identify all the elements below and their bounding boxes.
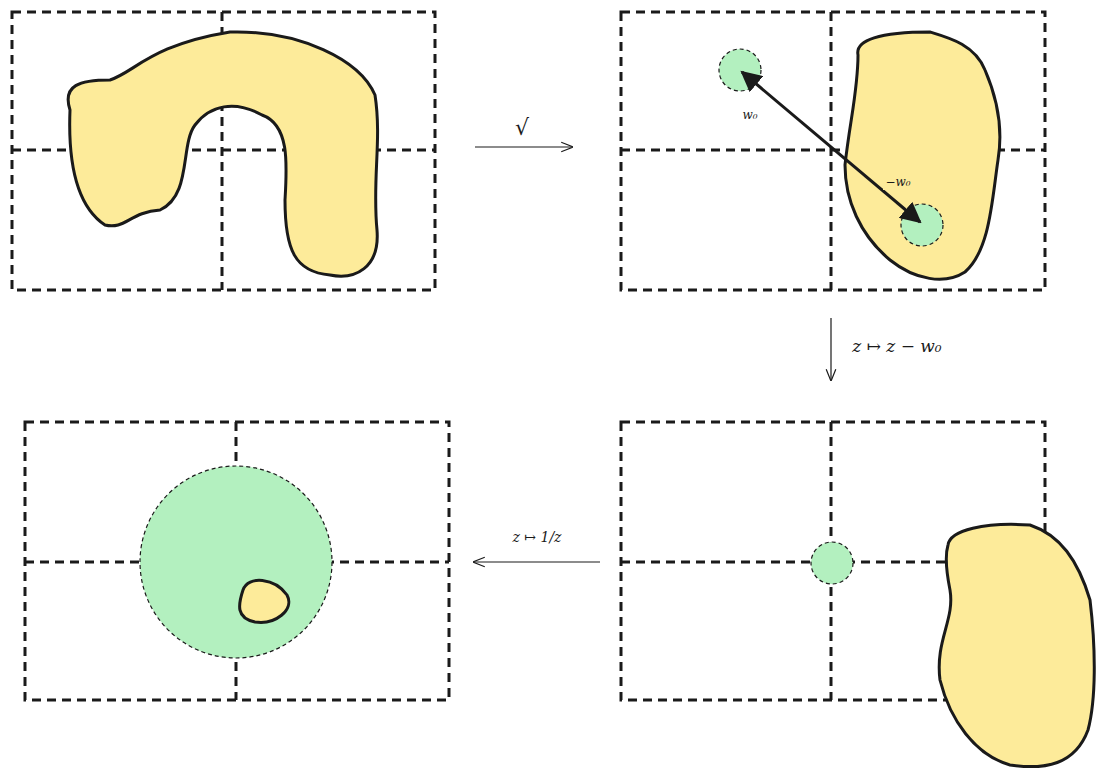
- math-label: −w₀: [883, 176, 912, 189]
- region: [240, 580, 289, 622]
- region: [68, 32, 377, 276]
- disk: [140, 466, 332, 658]
- region: [845, 32, 1000, 279]
- disk: [719, 49, 761, 91]
- map-arrow: [830, 318, 831, 380]
- math-label: √: [513, 116, 531, 140]
- vector-arrow: [742, 72, 920, 222]
- math-label: z ↦ 1/z: [510, 530, 563, 545]
- region: [939, 524, 1094, 766]
- map-arrow: [474, 561, 600, 562]
- math-label: w₀: [740, 109, 759, 122]
- disk: [811, 542, 853, 584]
- map-arrow: [475, 146, 572, 147]
- math-label: z ↦ z − w₀: [850, 337, 943, 356]
- grid: [12, 12, 1045, 700]
